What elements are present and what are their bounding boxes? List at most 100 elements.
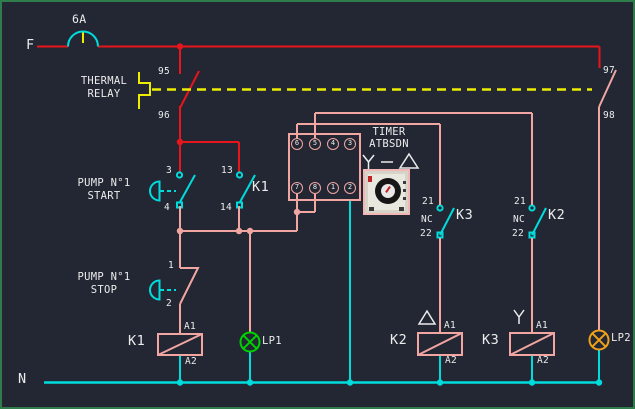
terminal-1-label: 1 [168, 260, 175, 271]
stop-button-label-1: PUMP N°1 [77, 271, 131, 283]
control-bus [179, 206, 297, 232]
timer-pin-3: 3 [344, 138, 356, 150]
timer-photo-tick [403, 181, 406, 184]
timer-photo-tick [403, 197, 406, 200]
k1-coil-a2-label: A2 [185, 356, 198, 367]
timer-pin-7: 7 [291, 182, 303, 194]
timer-photo-foot [399, 207, 404, 211]
start-button-label-1: PUMP N°1 [77, 177, 131, 189]
terminal-4-label: 4 [164, 202, 171, 213]
terminal-97-label: 97 [603, 65, 616, 76]
k3-coil-a1-label: A1 [536, 320, 549, 331]
timer-pin-1: 1 [327, 182, 339, 194]
k1-coil-label: K1 [128, 333, 146, 349]
k2-coil-box [417, 332, 463, 356]
k2-interlock-21-label: 21 [514, 196, 527, 207]
lamp-lp1-label: LP1 [262, 335, 282, 347]
timer-title-label: TIMER [372, 126, 406, 138]
k3-interlock-22-label: 22 [420, 228, 433, 239]
k3-coil-a2-label: A2 [537, 355, 550, 366]
timer-photo-needle [385, 186, 391, 193]
k3-interlock-blade [439, 207, 455, 236]
thermal-relay-label-1: THERMAL [80, 75, 128, 87]
timer-delta-icon [398, 152, 420, 169]
timer-delta-output-wire [296, 123, 441, 205]
k3-coil-diagonal [509, 332, 555, 356]
terminal-95-label: 95 [158, 66, 171, 77]
coil-feeds [439, 238, 533, 333]
wire-96-branch [179, 106, 240, 172]
timer-photo-dial-ring [375, 178, 401, 204]
terminal-13-label: 13 [221, 165, 234, 176]
timer-pin-8: 8 [309, 182, 321, 194]
timer-model-label: ATBSDN [369, 138, 409, 150]
stop-contact-1-2 [179, 231, 200, 334]
timer-star-icon [362, 154, 375, 169]
k3-interlock-label: K3 [456, 207, 474, 223]
cyan-elements [44, 30, 602, 384]
k1-coil-diagonal [157, 333, 203, 356]
timer-pin-5: 5 [309, 138, 321, 150]
terminal-3-label: 3 [166, 165, 173, 176]
terminal-14-label: 14 [220, 202, 233, 213]
timer-photo-tick [403, 189, 406, 192]
timer-block-outline [288, 133, 361, 201]
terminal-22-k3 [436, 231, 444, 239]
timer-product-photo [363, 169, 410, 215]
timer-pin-4: 4 [327, 138, 339, 150]
start-button-label-2: START [87, 190, 121, 202]
k2-delta-icon [417, 309, 437, 325]
start-contact-blade [179, 174, 196, 203]
timer-photo-led [368, 176, 372, 182]
neutral-junction-dots [176, 379, 603, 386]
stop-pushbutton-icon [149, 279, 161, 301]
terminal-2-label: 2 [166, 298, 173, 309]
terminal-3 [175, 171, 184, 179]
timer-photo-foot [369, 207, 374, 211]
k2-interlock-label: K2 [548, 207, 566, 223]
terminal-21-k3 [436, 204, 444, 212]
k3-interlock-nc-label: NC [421, 214, 434, 225]
phase-wiring [37, 45, 601, 172]
control-wiring [157, 69, 617, 356]
k1-aux-contact-label: K1 [252, 179, 270, 195]
timer-photo-knob [381, 184, 395, 198]
k1-contact-blade [239, 174, 256, 203]
junction-dot [176, 43, 184, 50]
k2-interlock-nc-label: NC [513, 214, 526, 225]
phase-rail-label: F [26, 37, 35, 53]
fuse-arc-icon [67, 30, 99, 47]
k2-interlock-22-label: 22 [512, 228, 525, 239]
junction-dot [176, 138, 184, 146]
lamp-lp2-label: LP2 [611, 332, 631, 344]
white-symbols [362, 152, 525, 325]
start-pushbutton-icon [149, 180, 161, 202]
k3-interlock-21-label: 21 [422, 196, 435, 207]
stop-button-label-2: STOP [90, 284, 118, 296]
terminal-13 [235, 171, 244, 179]
k1-coil-box [157, 333, 203, 356]
control-junction-dots [176, 208, 301, 235]
thermal-element-icon [138, 72, 151, 109]
terminal-22-k2 [528, 231, 536, 239]
k2-coil-a2-label: A2 [445, 355, 458, 366]
thermal-relay-label-2: RELAY [87, 88, 121, 100]
k2-coil-diagonal [417, 332, 463, 356]
neutral-drops [179, 200, 600, 382]
k3-star-icon [513, 309, 525, 324]
timer-pin-6: 6 [291, 138, 303, 150]
thermal-97-98-contact [598, 69, 617, 331]
k3-coil-box [509, 332, 555, 356]
k2-coil-label: K2 [390, 332, 408, 348]
k1-coil-a1-label: A1 [184, 321, 197, 332]
neutral-rail-label: N [18, 371, 27, 387]
lamp-lp2-icon [588, 329, 610, 351]
fuse-rating-label: 6A [72, 12, 87, 26]
timer-pin-2: 2 [344, 182, 356, 194]
terminal-98-label: 98 [603, 110, 616, 121]
k2-coil-a1-label: A1 [444, 320, 457, 331]
k2-interlock-blade [531, 207, 547, 236]
lamp-lp1-icon [239, 331, 261, 353]
